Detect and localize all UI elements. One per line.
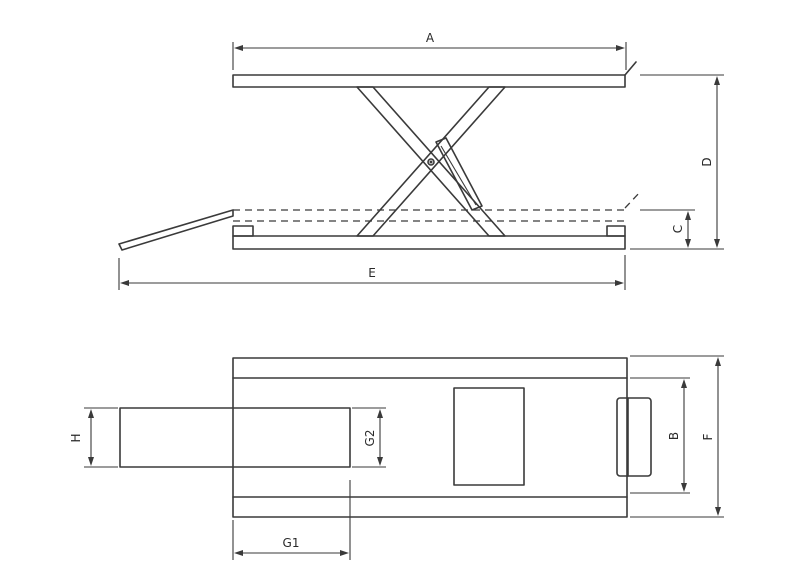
wheel-clamp	[616, 397, 652, 477]
ramp	[118, 209, 234, 251]
label-c: C	[671, 225, 685, 233]
dimension-a: A	[232, 31, 627, 70]
ramp-top-view	[119, 407, 351, 468]
dimension-d: D	[630, 74, 724, 250]
label-g1: G1	[283, 536, 300, 550]
label-h: H	[69, 433, 83, 442]
label-b: B	[667, 432, 681, 440]
deck	[232, 357, 628, 518]
label-g2: G2	[363, 430, 377, 447]
side-view: A	[118, 31, 724, 290]
dimension-e: E	[118, 255, 626, 290]
dimension-g2: G2	[352, 407, 386, 468]
top-view: H G2 G1 B	[69, 355, 724, 560]
top-platform	[232, 61, 637, 88]
label-f: F	[701, 433, 715, 440]
dimension-h: H	[69, 407, 118, 468]
lowered-platform-dashed	[233, 191, 641, 222]
label-a: A	[426, 31, 435, 45]
label-e: E	[368, 266, 376, 280]
pivot-pin	[427, 158, 435, 166]
dimension-b: B	[630, 377, 690, 494]
center-plate	[453, 387, 525, 486]
dimension-c: C	[640, 209, 695, 248]
label-d: D	[700, 157, 714, 166]
scissor-arms	[356, 86, 506, 237]
dimension-f: F	[630, 355, 724, 518]
dimension-g1: G1	[232, 480, 351, 560]
base-frame	[232, 225, 626, 250]
